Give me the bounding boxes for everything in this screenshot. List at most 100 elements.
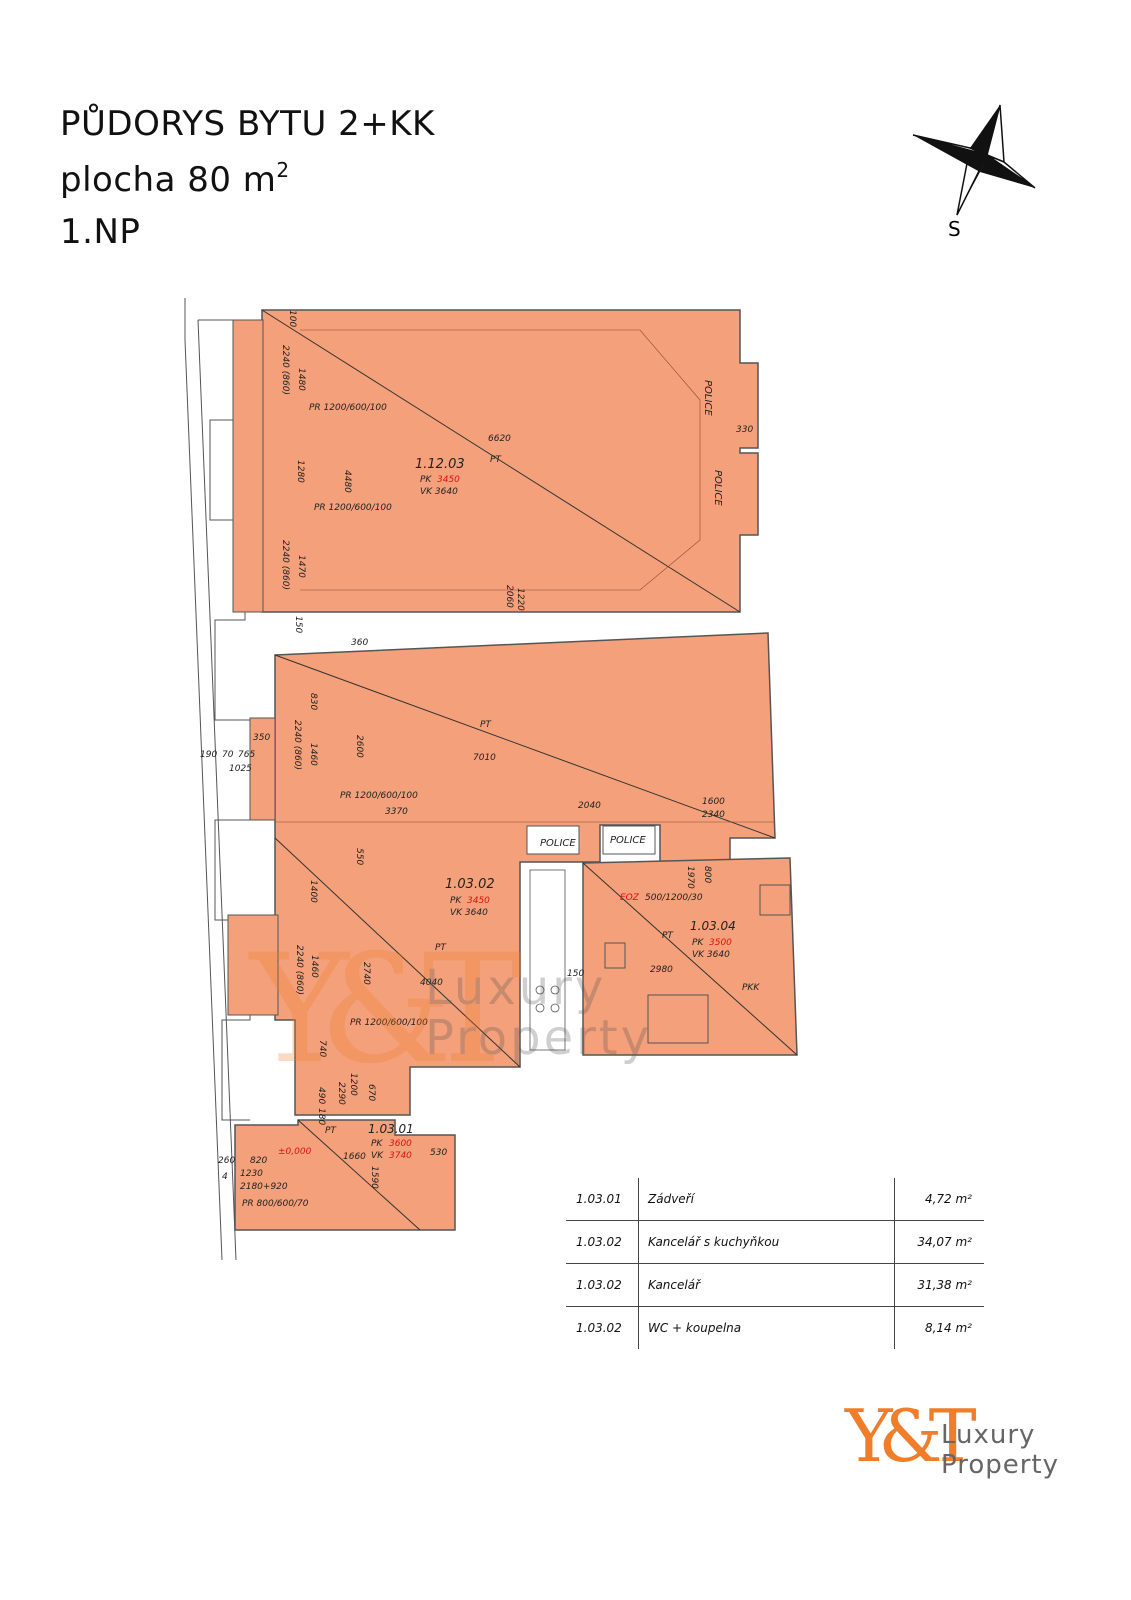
dim-765: 765 bbox=[238, 750, 255, 760]
exterior-wall bbox=[184, 298, 251, 1261]
dim-740: 740 bbox=[317, 1040, 327, 1057]
police-label-3: POLICE bbox=[702, 380, 713, 416]
dim-1970: 1970 bbox=[685, 866, 695, 889]
dim-150a: 150 bbox=[293, 616, 303, 633]
room-1.03.01-vk-label: VK bbox=[371, 1151, 384, 1161]
room-code: 1.03.02 bbox=[576, 1235, 622, 1249]
dim-3370: 3370 bbox=[385, 807, 408, 817]
police-label-4: POLICE bbox=[712, 470, 723, 506]
room-1.03.01-vk-value: 3740 bbox=[389, 1151, 412, 1161]
room-1.03.04 bbox=[582, 857, 798, 1056]
brand-logo: Y&T Luxury Property bbox=[845, 1400, 1085, 1510]
dim-670: 670 bbox=[366, 1084, 376, 1101]
dim-2340: 2340 bbox=[702, 810, 725, 820]
dim-1600: 1600 bbox=[702, 797, 725, 807]
dim-1230: 1230 bbox=[240, 1169, 263, 1179]
room-code: 1.03.01 bbox=[576, 1192, 622, 1206]
room-1.12.03-pt: PT bbox=[490, 455, 502, 465]
floor-level-label: ±0,000 bbox=[278, 1147, 312, 1157]
compass-south-label: S bbox=[948, 217, 961, 240]
area-unit-superscript: 2 bbox=[276, 158, 290, 182]
table-row: 1.03.02 WC + koupelna 8,14 m² bbox=[566, 1307, 984, 1349]
dim-490: 490 bbox=[316, 1087, 326, 1104]
room-1.03.02-id: 1.03.02 bbox=[445, 877, 495, 892]
room-1.03.02-pk-label: PK bbox=[450, 896, 462, 906]
dim-1220: 1220 bbox=[515, 588, 525, 611]
dim-330: 330 bbox=[736, 425, 753, 435]
dim-1660: 1660 bbox=[343, 1152, 366, 1162]
logo-mark: Y&T bbox=[845, 1394, 977, 1478]
table-row: 1.03.02 Kancelář 31,38 m² bbox=[566, 1264, 984, 1307]
floor-label: 1.NP bbox=[60, 212, 141, 252]
room-1.12.03-id: 1.12.03 bbox=[415, 457, 465, 472]
eoz-dims: 500/1200/30 bbox=[645, 893, 703, 903]
dim-2060: 2060 bbox=[504, 585, 514, 608]
room-1.03.02 bbox=[227, 632, 776, 1116]
dim-2980: 2980 bbox=[650, 965, 673, 975]
dim-530: 530 bbox=[430, 1148, 447, 1158]
room-code: 1.03.02 bbox=[576, 1321, 622, 1335]
dim-100: 100 bbox=[287, 310, 297, 327]
logo-line1: Luxury bbox=[941, 1420, 1036, 1450]
dim-260: 260 bbox=[218, 1156, 235, 1166]
room-1.03.02-vk: VK 3640 bbox=[450, 908, 488, 918]
room-1.12.03-pk-label: PK bbox=[420, 475, 432, 485]
dim-2740: 2740 bbox=[361, 962, 371, 985]
dim-4040: 4040 bbox=[420, 978, 443, 988]
dim-830: 830 bbox=[308, 693, 318, 710]
dim-1400: 1400 bbox=[308, 880, 318, 903]
room-1.03.01 bbox=[234, 1119, 456, 1231]
dim-190: 190 bbox=[200, 750, 217, 760]
room-name: WC + koupelna bbox=[648, 1321, 742, 1335]
room-area: 8,14 m² bbox=[924, 1321, 972, 1335]
dim-4480: 4480 bbox=[342, 470, 352, 493]
eoz-label: EOZ bbox=[620, 893, 640, 903]
dim-2290: 2290 bbox=[336, 1082, 346, 1105]
room-1.03.04-pk-value: 3500 bbox=[709, 938, 732, 948]
dim-6620: 6620 bbox=[488, 434, 511, 444]
dim-1460b: 1460 bbox=[309, 955, 319, 978]
table-row: 1.03.02 Kancelář s kuchyňkou 34,07 m² bbox=[566, 1221, 984, 1264]
room-1.03.02-pt-1: PT bbox=[480, 720, 492, 730]
room-1.03.04-label: 1.03.04 PK 3500 VK 3640 PT bbox=[662, 919, 736, 960]
pr-label-2: PR 1200/600/100 bbox=[314, 503, 392, 513]
room-1.03.02-pt-2: PT bbox=[435, 943, 447, 953]
dim-2600: 2600 bbox=[354, 735, 364, 758]
table-row: 1.03.01 Zádveří 4,72 m² bbox=[566, 1178, 984, 1221]
room-1.12.03-label: 1.12.03 PK 3450 VK 3640 PT bbox=[415, 455, 502, 497]
dim-1480: 1480 bbox=[296, 368, 306, 391]
police-label-2: POLICE bbox=[610, 835, 646, 846]
area-text: plocha 80 m bbox=[60, 160, 277, 200]
dim-1025: 1025 bbox=[229, 764, 252, 774]
area-subtitle: plocha 80 m2 bbox=[60, 158, 290, 200]
police-shelves bbox=[526, 825, 656, 855]
dim-800: 800 bbox=[702, 866, 712, 883]
dim-70: 70 bbox=[222, 750, 234, 760]
room-1.03.01-pt: PT bbox=[325, 1126, 337, 1136]
dim-2240a: 2240 (860) bbox=[280, 345, 290, 395]
room-1.03.04-vk: VK 3640 bbox=[692, 950, 730, 960]
dim-2180: 2180+920 bbox=[240, 1182, 288, 1192]
logo-text: Luxury Property bbox=[941, 1420, 1059, 1480]
kitchen-counter bbox=[529, 869, 566, 1051]
room-name: Zádveří bbox=[648, 1192, 694, 1206]
pkk-label: PKK bbox=[742, 983, 760, 993]
pr-label-1: PR 1200/600/100 bbox=[309, 403, 387, 413]
dimension-labels: PR 1200/600/100 PR 1200/600/100 PR 1200/… bbox=[200, 310, 760, 1209]
room-1.12.03-pk-value: 3450 bbox=[437, 475, 460, 485]
dim-2240d: 2240 (860) bbox=[294, 945, 304, 995]
dim-1200: 1200 bbox=[348, 1073, 358, 1096]
room-1.03.01-pk-value: 3600 bbox=[389, 1139, 412, 1149]
dim-150b: 150 bbox=[567, 969, 584, 979]
dim-2240c: 2240 (860) bbox=[292, 720, 302, 770]
dim-2240b: 2240 (860) bbox=[280, 540, 290, 590]
room-1.12.03 bbox=[232, 309, 759, 613]
room-area: 31,38 m² bbox=[917, 1278, 972, 1292]
dim-550: 550 bbox=[354, 848, 364, 865]
logo-line2: Property bbox=[941, 1450, 1060, 1480]
room-area-table: 1.03.01 Zádveří 4,72 m² 1.03.02 Kancelář… bbox=[566, 1178, 984, 1349]
room-area: 4,72 m² bbox=[924, 1192, 972, 1206]
room-area: 34,07 m² bbox=[917, 1235, 972, 1249]
room-1.03.01-label: 1.03.01 PK 3600 VK 3740 PT bbox=[325, 1122, 414, 1161]
